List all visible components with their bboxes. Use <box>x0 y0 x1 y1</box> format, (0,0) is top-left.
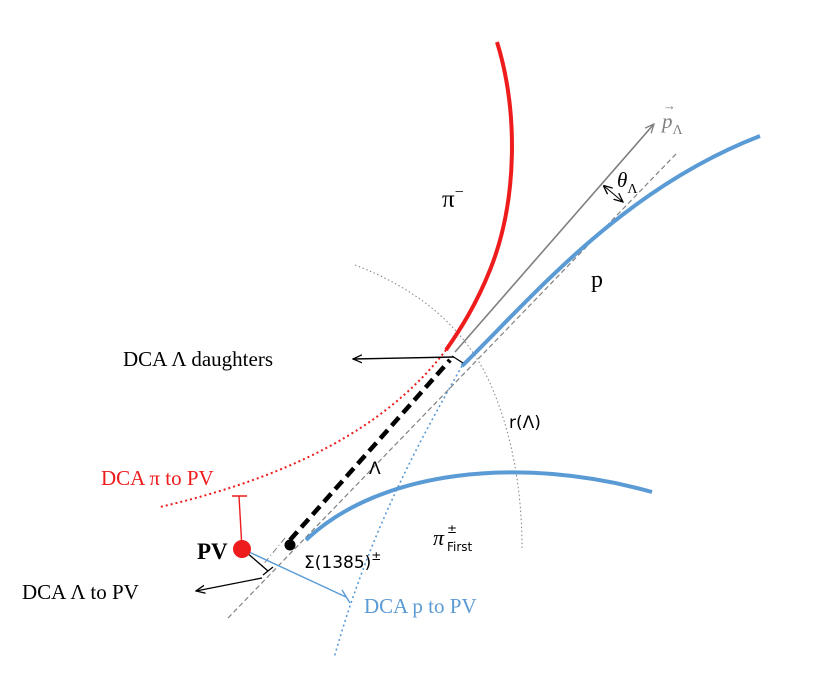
theta-lambda-angle-arrow <box>604 186 623 202</box>
p-lambda-arrow-accent: → <box>663 98 676 113</box>
dca-lambda-pv-arrow <box>196 551 274 591</box>
pi-first-label: π <box>433 525 445 550</box>
pi-minus-extrapolation <box>159 349 447 508</box>
dca-daughters-arrow <box>353 357 455 359</box>
dca-p-pv-line <box>248 551 351 604</box>
r-lambda-arc <box>354 264 523 549</box>
dca-pi-pv-label: DCA π to PV <box>101 466 214 490</box>
lambda-momentum-vector <box>454 124 654 353</box>
pi-minus-track <box>444 41 514 352</box>
r-lambda-label: r(Λ) <box>509 413 541 433</box>
dca-lambda-pv-label: DCA Λ to PV <box>22 580 139 604</box>
p-lambda-label: pΛ <box>660 109 684 138</box>
theta-lambda-label: θΛ <box>617 168 638 197</box>
lambda-flight-path <box>288 358 452 542</box>
pv-label: PV <box>197 539 228 564</box>
pi-first-track <box>304 470 653 542</box>
sigma-vertex-dot <box>284 539 296 551</box>
sigma-label: Σ(1385)± <box>304 549 381 573</box>
pi-first-sup: ± <box>447 522 457 536</box>
pi-first-sub: First <box>447 540 473 554</box>
proton-track <box>460 134 761 368</box>
dca-daughters-label: DCA Λ daughters <box>123 347 273 371</box>
lambda-label: Λ <box>369 459 381 479</box>
lambda-pv-extension-line <box>261 537 286 567</box>
dca-p-pv-label: DCA p to PV <box>364 594 477 618</box>
primary-vertex-dot <box>233 540 251 558</box>
proton-label: p <box>591 267 603 293</box>
pi-minus-label: π− <box>442 184 464 213</box>
